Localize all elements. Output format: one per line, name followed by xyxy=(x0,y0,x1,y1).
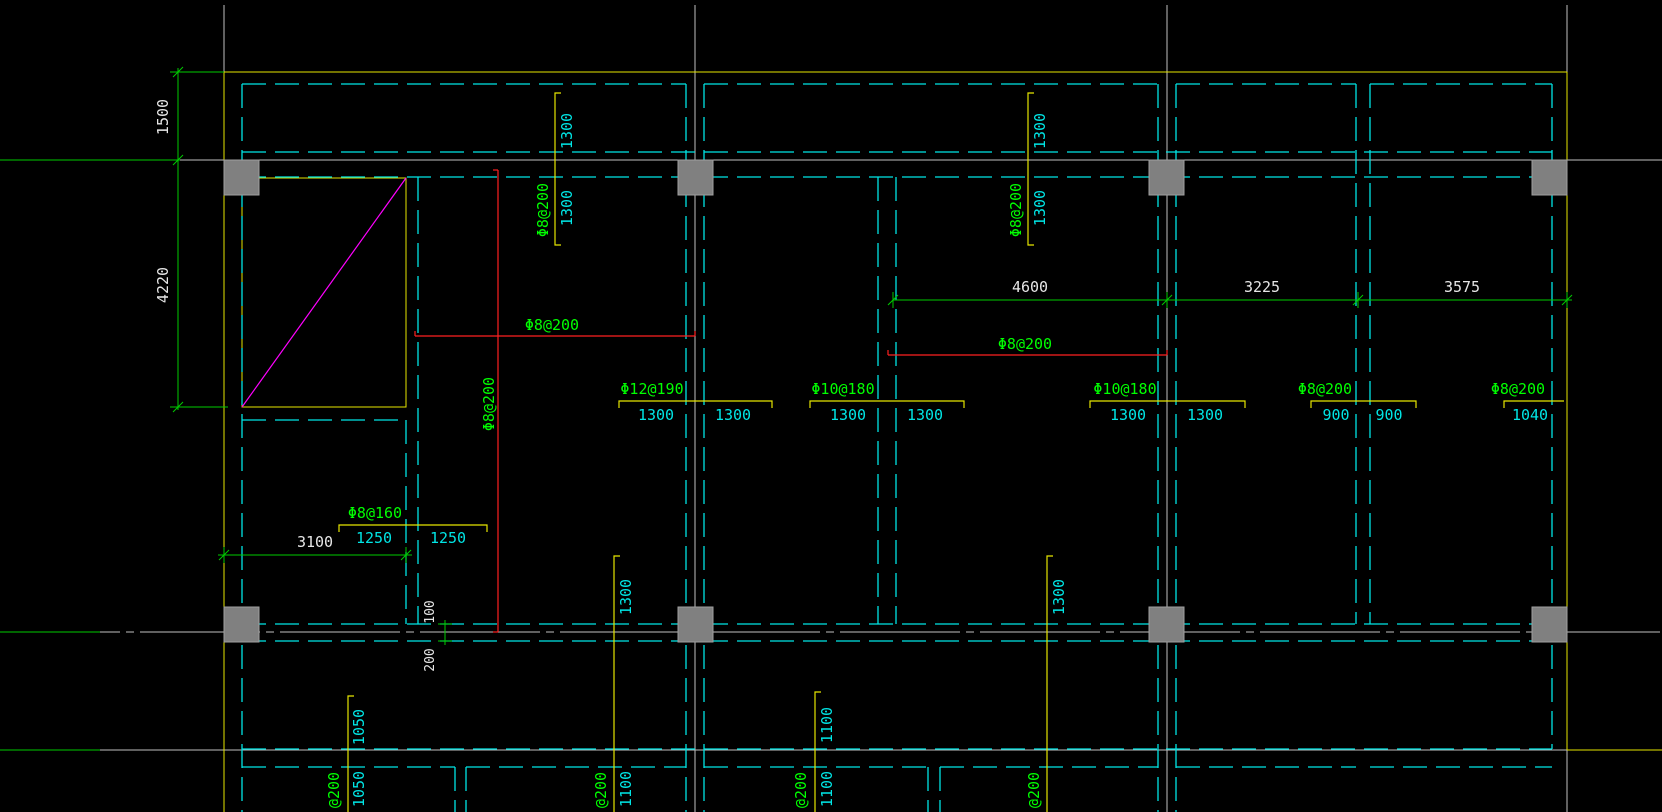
rebar-spec-labels: Φ8@200 Φ8@200 Φ8@200 Φ8@200 Φ8@200 Φ12@1… xyxy=(325,183,1545,808)
column xyxy=(1531,606,1568,643)
top-rebars xyxy=(338,92,1564,812)
bar-length: 1300 xyxy=(907,406,943,424)
bottom-rebars xyxy=(414,169,1168,633)
bar-length: 1050 xyxy=(350,709,368,745)
columns xyxy=(223,159,1568,643)
dim-tick xyxy=(1161,294,1173,306)
column xyxy=(677,159,714,196)
dim-tick xyxy=(172,66,184,78)
dim-tick xyxy=(1561,294,1573,306)
rebar-top-vertical xyxy=(613,555,620,812)
bar-length: 1050 xyxy=(350,771,368,807)
bar-length: 1250 xyxy=(356,529,392,547)
opening-diagonal xyxy=(241,177,407,408)
bar-length: 1300 xyxy=(558,190,576,226)
bar-length: 1250 xyxy=(430,529,466,547)
rebar-label: @200 xyxy=(325,772,343,808)
bar-length: 1300 xyxy=(830,406,866,424)
rebar-top-horizontal xyxy=(338,524,488,532)
dim-tick xyxy=(400,549,412,561)
bar-length: 1300 xyxy=(1110,406,1146,424)
dim-text-span-1: 4600 xyxy=(1012,278,1048,296)
column xyxy=(677,606,714,643)
rebar-top-vertical xyxy=(554,92,561,246)
bar-length: 1300 xyxy=(1187,406,1223,424)
rebar-label: Φ8@200 xyxy=(998,335,1052,353)
rebar-label: Φ8@200 xyxy=(480,377,498,431)
dim-tick xyxy=(1352,294,1364,306)
bar-length: 900 xyxy=(1322,406,1349,424)
bar-length: 1040 xyxy=(1512,406,1548,424)
bar-length: 1100 xyxy=(818,707,836,743)
rebar-label: Φ8@200 xyxy=(534,183,552,237)
column xyxy=(1531,159,1568,196)
bar-length: 1100 xyxy=(617,771,635,807)
rebar-label: @200 xyxy=(592,772,610,808)
rebar-label: Φ10@180 xyxy=(811,380,874,398)
rebar-top-vertical xyxy=(1046,555,1053,812)
bar-length-labels: 1300 1300 1300 1300 1300 1300 1300 1300 … xyxy=(350,113,1548,807)
rebar-top-vertical xyxy=(1027,92,1034,246)
rebar-label: Φ8@200 xyxy=(525,316,579,334)
bar-length: 1100 xyxy=(818,771,836,807)
dim-text-span-3: 3575 xyxy=(1444,278,1480,296)
bar-length: 1300 xyxy=(558,113,576,149)
dim-tick xyxy=(887,294,899,306)
dim-text-small-1: 100 xyxy=(423,600,438,623)
dim-tick xyxy=(172,401,184,413)
dim-text-left-mid: 4220 xyxy=(154,267,172,303)
rebar-label: Φ8@200 xyxy=(1007,183,1025,237)
rebar-label: Φ8@200 xyxy=(1491,380,1545,398)
bar-length: 1300 xyxy=(1031,113,1049,149)
dim-text-span-2: 3225 xyxy=(1244,278,1280,296)
bar-length: 1300 xyxy=(638,406,674,424)
dim-tick xyxy=(218,549,230,561)
rebar-top-horizontal xyxy=(1503,400,1564,408)
bar-length: 1300 xyxy=(1050,579,1068,615)
rebar-top-vertical xyxy=(814,691,821,812)
rebar-label: Φ8@200 xyxy=(1298,380,1352,398)
bar-length: 1300 xyxy=(715,406,751,424)
rebar-top-horizontal xyxy=(1089,400,1246,408)
dim-text-left-span: 3100 xyxy=(297,533,333,551)
rebar-top-vertical xyxy=(347,695,354,812)
axis-end-markers xyxy=(0,159,180,751)
column xyxy=(1148,159,1185,196)
column xyxy=(223,159,260,196)
rebar-top-horizontal xyxy=(809,400,965,408)
dim-text-small-2: 200 xyxy=(423,648,438,671)
bar-length: 1300 xyxy=(617,579,635,615)
rebar-label: Φ10@180 xyxy=(1093,380,1156,398)
beam-outlines xyxy=(241,83,1553,812)
rebar-label: @200 xyxy=(792,772,810,808)
rebar-label: Φ8@160 xyxy=(348,504,402,522)
dim-text-left-top: 1500 xyxy=(154,99,172,135)
rebar-label: @200 xyxy=(1025,772,1043,808)
bar-length: 1300 xyxy=(1031,190,1049,226)
dimension-lines xyxy=(170,66,1573,645)
dim-tick xyxy=(172,154,184,166)
rebar-label: Φ12@190 xyxy=(620,380,683,398)
rebar-top-horizontal xyxy=(618,400,773,408)
rebar-top-horizontal xyxy=(1310,400,1417,408)
column xyxy=(1148,606,1185,643)
column xyxy=(223,606,260,643)
bar-length: 900 xyxy=(1375,406,1402,424)
dimension-texts: 1500 4220 4600 3225 3575 3100 100 200 xyxy=(154,99,1480,672)
